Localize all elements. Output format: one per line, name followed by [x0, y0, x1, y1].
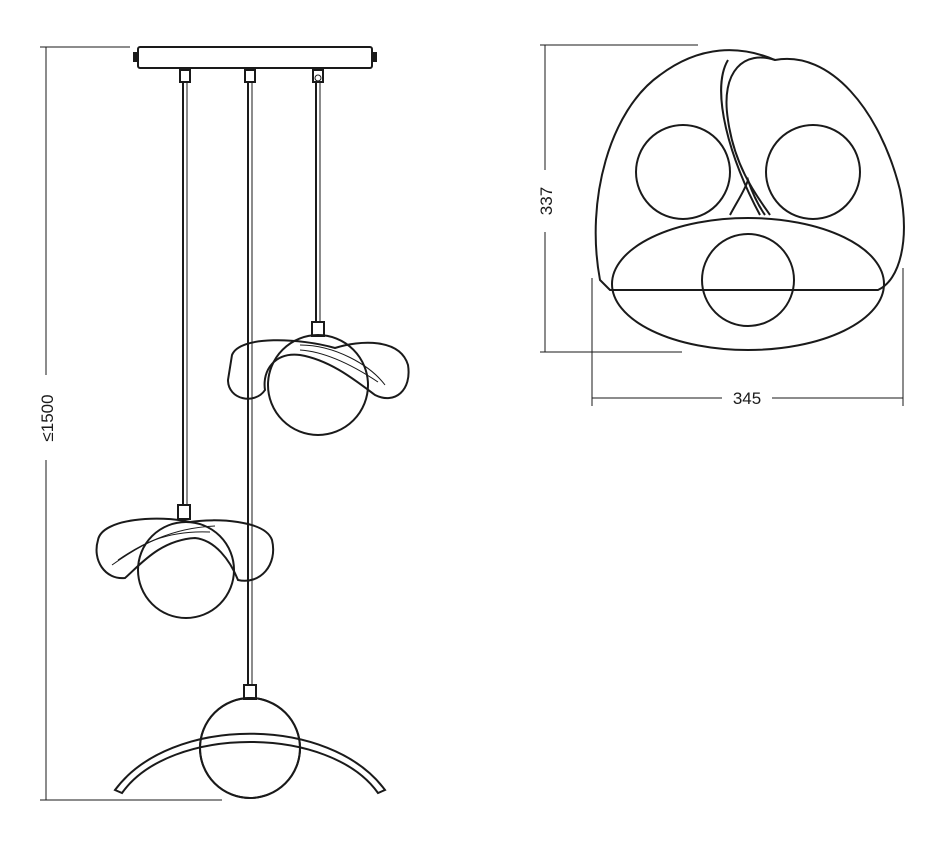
pendant-middle	[95, 504, 275, 619]
lower-shade-plan	[611, 217, 885, 351]
plan-view: 337 345	[537, 44, 905, 408]
globe-left-plan	[635, 124, 731, 220]
cords	[182, 82, 321, 685]
width-dimension: 345	[591, 268, 904, 408]
height-label: ≤1500	[38, 394, 57, 441]
pendant-upper	[226, 321, 410, 436]
pendant-lower	[113, 684, 387, 799]
height-dimension: ≤1500	[38, 46, 222, 801]
ceiling-canopy	[133, 46, 377, 83]
depth-label: 337	[537, 187, 556, 215]
globe-bottom-plan	[701, 233, 795, 327]
globe-right-plan	[765, 124, 861, 220]
width-label: 345	[733, 389, 761, 408]
depth-dimension: 337	[537, 44, 698, 353]
side-elevation: ≤1500	[38, 46, 410, 801]
